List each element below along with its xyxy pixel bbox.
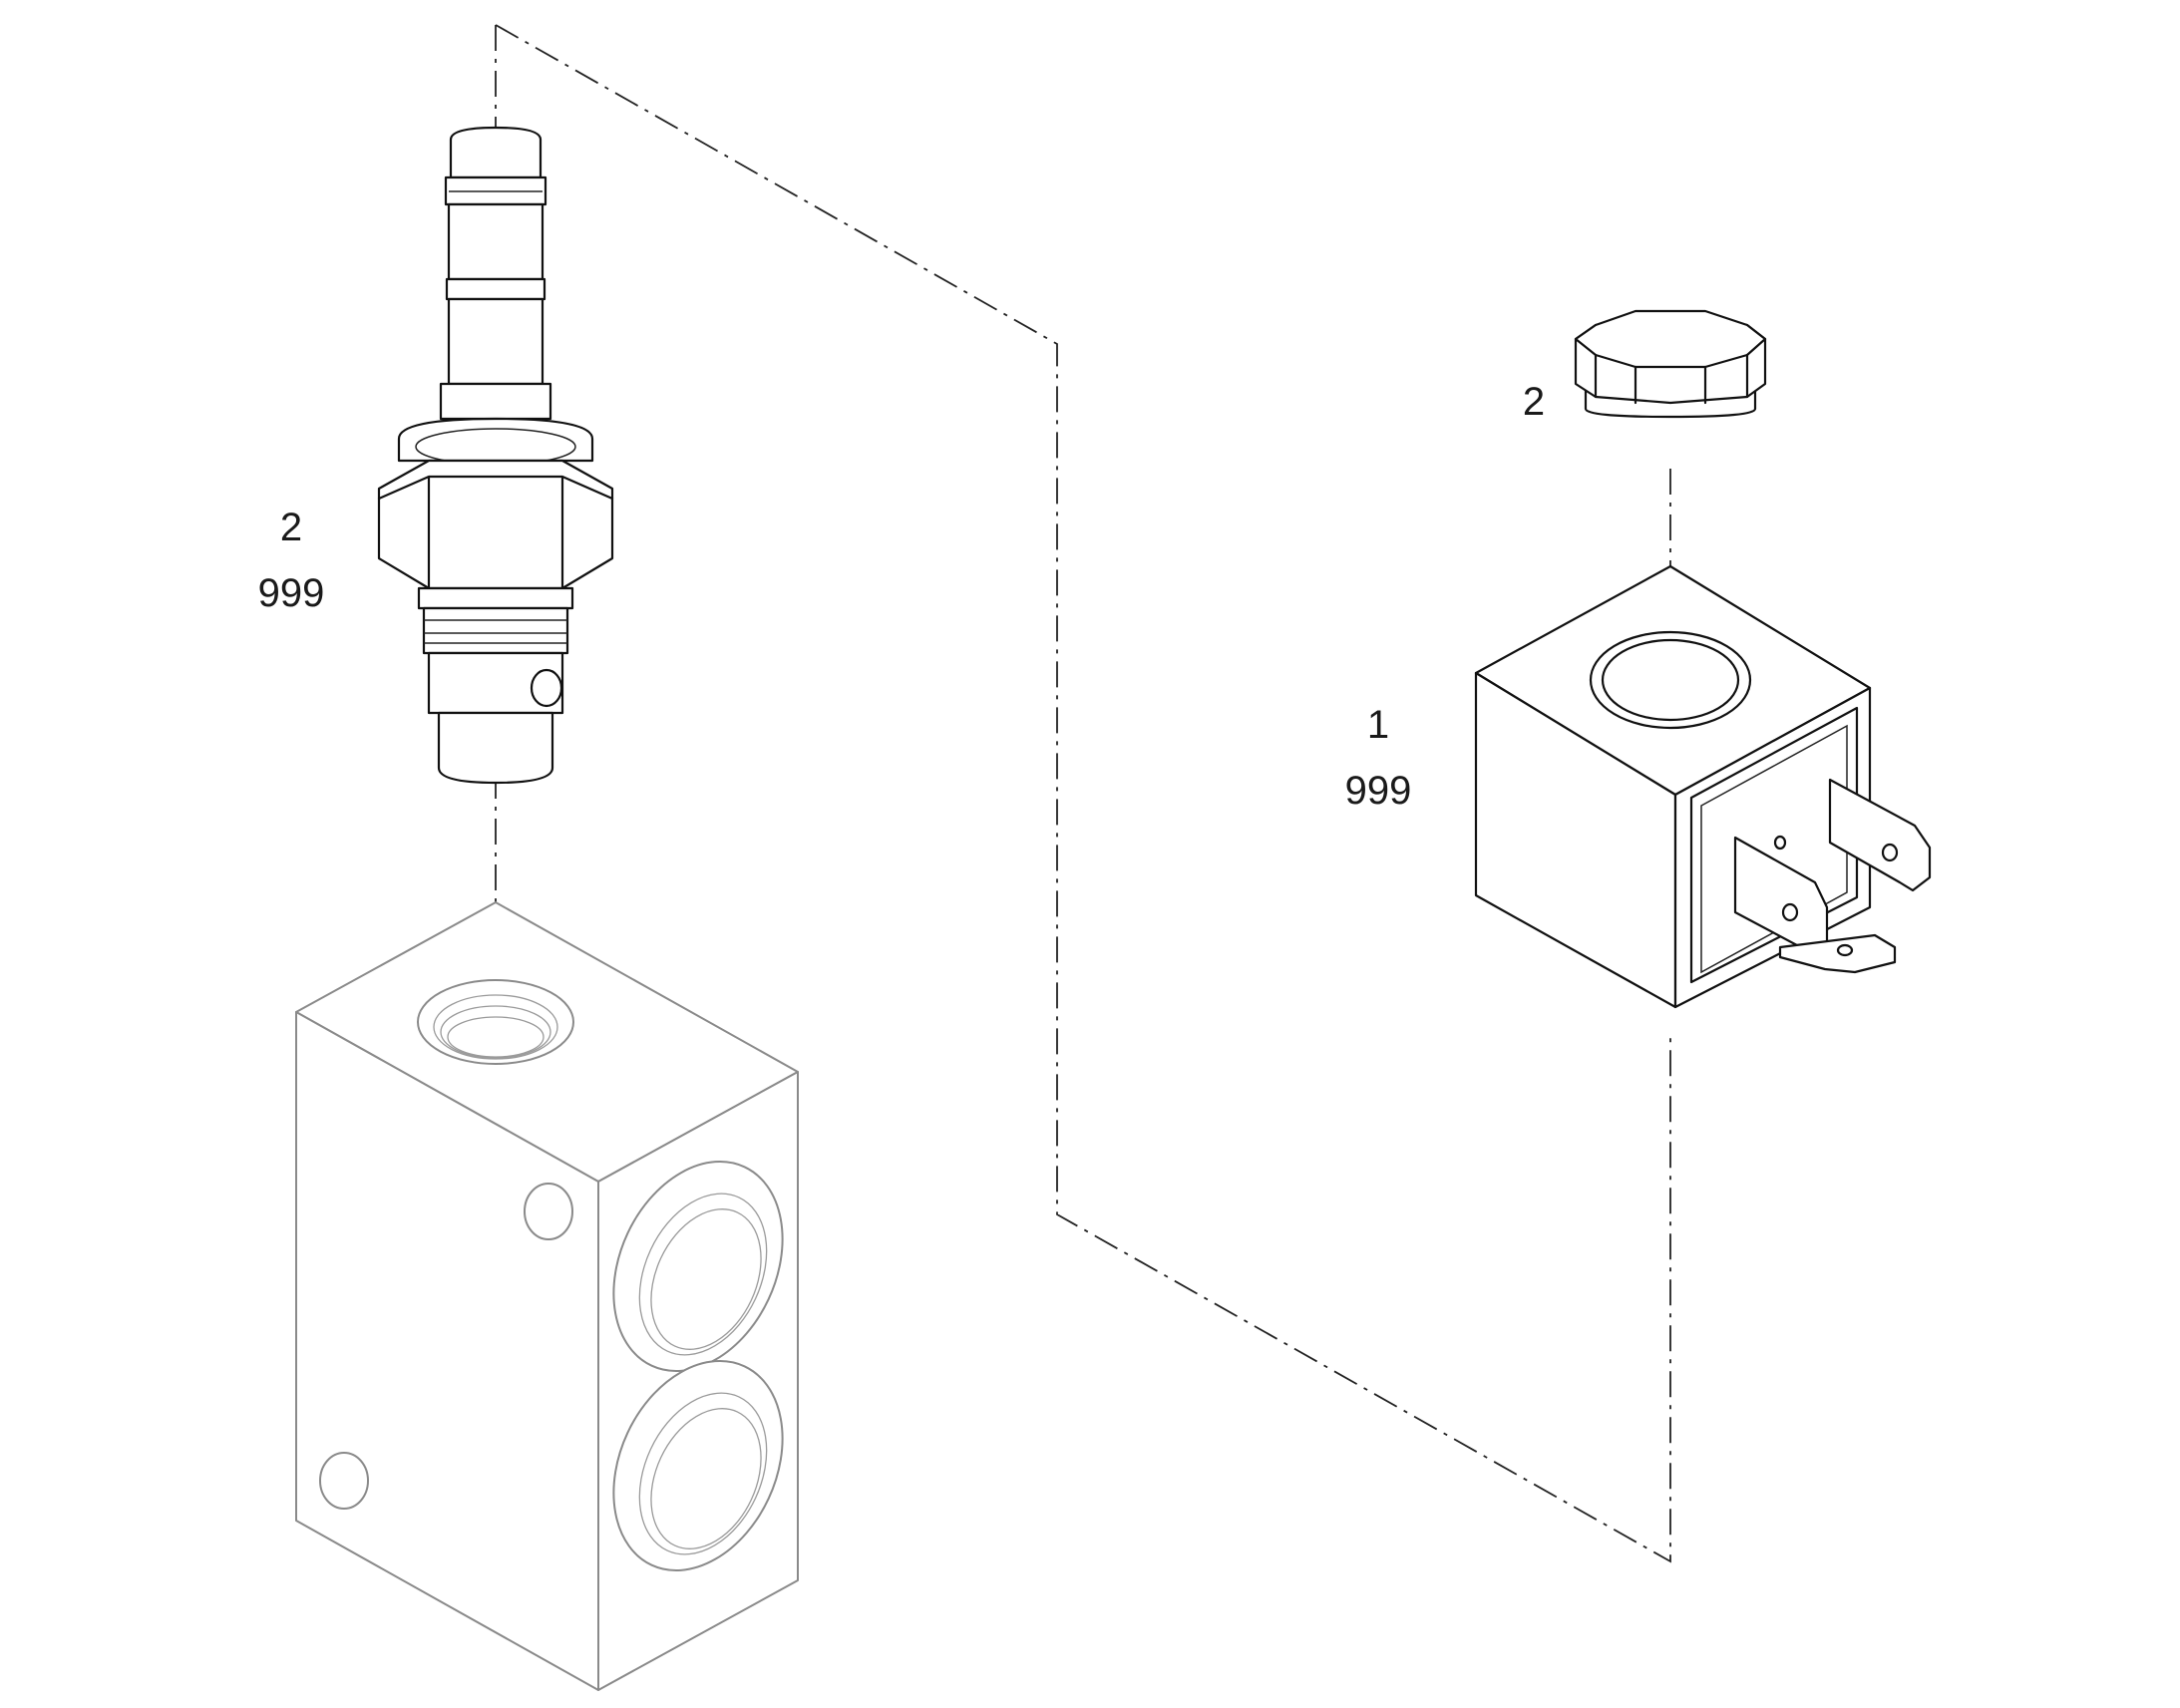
solenoid-coil bbox=[1474, 564, 1932, 1009]
cartridge-item-number: 2 bbox=[280, 506, 302, 549]
coil-item-number: 1 bbox=[1367, 703, 1389, 747]
coil-quantity: 999 bbox=[1345, 769, 1412, 813]
cap-item-number: 2 bbox=[1523, 380, 1545, 424]
valve-block bbox=[295, 901, 799, 1691]
solenoid-cartridge bbox=[377, 126, 614, 785]
cartridge-quantity: 999 bbox=[258, 571, 325, 615]
cap-nut bbox=[1574, 309, 1767, 419]
